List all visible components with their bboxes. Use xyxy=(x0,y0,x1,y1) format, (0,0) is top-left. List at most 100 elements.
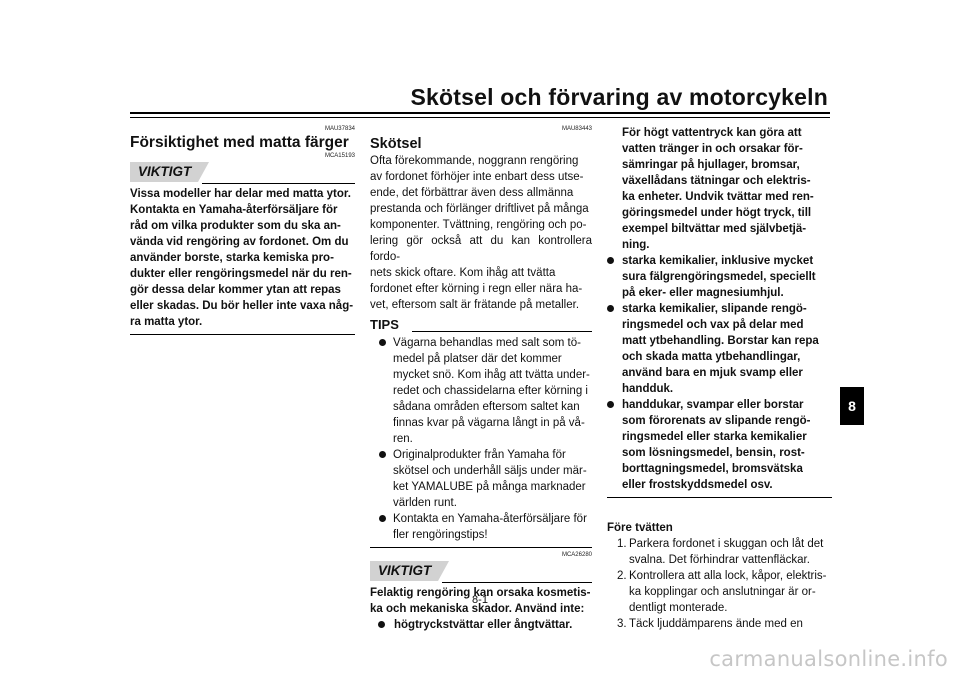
text-line: som lösningsmedel, bensin, rost- xyxy=(622,447,805,459)
text-line: ringsmedel eller starka kemikalier xyxy=(622,431,807,443)
column-3: För högt vattentryck kan göra att vatten… xyxy=(607,125,832,632)
text-line: vända vid rengöring av fordonet. Om du xyxy=(130,236,349,248)
list-item: Vägarna behandlas med salt som tö- medel… xyxy=(370,335,592,447)
text-line: vet, eftersom salt är frätande på metall… xyxy=(370,299,580,311)
text-line: För högt vattentryck kan göra att xyxy=(622,127,802,139)
text-line: handdukar, svampar eller borstar xyxy=(622,399,804,411)
text-line: växellådans tätningar och elektris- xyxy=(622,175,811,187)
column-1: MAU37834 Försiktighet med matta färger M… xyxy=(130,125,355,335)
warning-list: högtryckstvättar eller ångtvättar. xyxy=(370,617,592,633)
text-line: eller frostskyddsmedel osv. xyxy=(622,479,773,491)
text-line: ren. xyxy=(393,433,413,445)
chapter-tab: 8 xyxy=(840,387,864,425)
steps-list: 1. Parkera fordonet i skuggan och låt de… xyxy=(607,536,832,632)
text-line: Vissa modeller har delar med matta ytor. xyxy=(130,188,351,200)
text-line: av fordonet förhöjer inte enbart dess ut… xyxy=(370,171,584,183)
text-line: ra matta ytor. xyxy=(130,316,203,328)
page-number: 8-1 xyxy=(472,594,488,606)
list-item: Originalprodukter från Yamaha för skötse… xyxy=(370,447,592,511)
text-line: på eker- eller magnesiumhjul. xyxy=(622,287,784,299)
section-heading: Försiktighet med matta färger xyxy=(130,134,349,151)
text-line: ning. xyxy=(622,239,650,251)
text-line: gör dessa delar kommer ytan att repas xyxy=(130,284,341,296)
text-line: handduk. xyxy=(622,383,674,395)
text-line: Kontakta en Yamaha-återförsäljare för xyxy=(393,513,587,525)
step-item: 2. Kontrollera att alla lock, kåpor, ele… xyxy=(607,568,832,616)
text-line: matt ytbehandling. Borstar kan repa xyxy=(622,335,819,347)
text-line: använd bara en mjuk svamp eller xyxy=(622,367,803,379)
warning-list: starka kemikalier, inklusive mycket sura… xyxy=(607,253,832,493)
list-item: starka kemikalier, slipande rengö- rings… xyxy=(607,301,832,397)
text-line: sura fälgrengöringsmedel, speciellt xyxy=(622,271,816,283)
bullet-icon xyxy=(607,257,614,264)
text-line: Parkera fordonet i skuggan och låt det xyxy=(629,538,824,550)
text-line: högtryckstvättar eller ångtvättar. xyxy=(394,619,573,631)
text-line: svalna. Det förhindrar vattenfläckar. xyxy=(629,554,810,566)
bullet-icon xyxy=(379,451,386,458)
text-line: borttagningsmedel, bromsvätska xyxy=(622,463,803,475)
bullet-icon xyxy=(379,339,386,346)
text-line: eller skadas. Du bör heller inte vaxa nå… xyxy=(130,300,354,312)
notice-header: VIKTIGT xyxy=(370,559,592,585)
text-line: Originalprodukter från Yamaha för xyxy=(393,449,566,461)
section-heading: Skötsel xyxy=(370,136,422,152)
text-line: exempel biltvättar med självbetjä- xyxy=(622,223,807,235)
continued-bullet-text: För högt vattentryck kan göra att vatten… xyxy=(607,125,832,253)
viktigt-badge: VIKTIGT xyxy=(130,162,209,182)
step-number: 2. xyxy=(617,570,627,582)
text-line: råd om vilka produkter som du ska an- xyxy=(130,220,341,232)
text-line: vatten tränger in och orsakar för- xyxy=(622,143,803,155)
text-line: skötsel och underhåll säljs under mär- xyxy=(393,465,587,477)
text-line: ka kopplingar och anslutningar är or- xyxy=(629,586,816,598)
step-number: 1. xyxy=(617,538,627,550)
text-line: Kontakta en Yamaha-återförsäljare för xyxy=(130,204,338,216)
text-line: Felaktig rengöring kan orsaka kosmetis- xyxy=(370,587,591,599)
text-line: ka enheter. Undvik tvättar med ren- xyxy=(622,191,814,203)
text-line: ende, det förbättrar även dess allmänna xyxy=(370,187,574,199)
section-code: MAU83443 xyxy=(561,126,592,132)
notice-end-rule xyxy=(130,334,355,335)
subsection-title: Före tvätten xyxy=(607,522,673,534)
notice-code: MCA26280 xyxy=(561,552,592,558)
list-item: starka kemikalier, inklusive mycket sura… xyxy=(607,253,832,301)
body-paragraph: Ofta förekommande, noggrann rengöring av… xyxy=(370,153,592,313)
tips-rule xyxy=(412,331,592,332)
text-line: mycket snö. Kom ihåg att tvätta under- xyxy=(393,369,590,381)
text-line: världen runt. xyxy=(393,497,457,509)
text-line: fordonet efter körning i regn eller nära… xyxy=(370,283,583,295)
text-line: lering gör också att du kan kontrollera … xyxy=(370,235,592,263)
notice-end-rule xyxy=(607,497,832,498)
text-line: Ofta förekommande, noggrann rengöring xyxy=(370,155,579,167)
step-number: 3. xyxy=(617,618,627,630)
column-2: MAU83443 Skötsel Ofta förekommande, nogg… xyxy=(370,125,592,633)
text-line: Vägarna behandlas med salt som tö- xyxy=(393,337,581,349)
text-line: dukter eller rengöringsmedel när du ren- xyxy=(130,268,352,280)
page-header-title: Skötsel och förvaring av motorcykeln xyxy=(410,84,828,110)
text-line: Täck ljuddämparens ände med en xyxy=(629,618,803,630)
text-line: dentligt monterade. xyxy=(629,602,728,614)
step-item: 3. Täck ljuddämparens ände med en xyxy=(607,616,832,632)
bullet-icon xyxy=(607,305,614,312)
tips-label: TIPS xyxy=(370,317,399,332)
text-line: använder borste, starka kemiska pro- xyxy=(130,252,334,264)
bullet-icon xyxy=(607,401,614,408)
header-rule xyxy=(130,112,830,114)
text-line: komponenter. Tvättning, rengöring och po… xyxy=(370,219,587,231)
text-line: finnas kvar på vägarna långt in på vå- xyxy=(393,417,585,429)
text-line: fler rengöringstips! xyxy=(393,529,488,541)
notice-header: VIKTIGT xyxy=(130,160,355,186)
watermark: carmanualsonline.info xyxy=(709,647,948,671)
bullet-icon xyxy=(378,621,385,628)
text-line: ka och mekaniska skador. Använd inte: xyxy=(370,603,585,615)
text-line: medel på platser där det kommer xyxy=(393,353,562,365)
text-line: ket YAMALUBE på många marknader xyxy=(393,481,586,493)
text-line: nets skick oftare. Kom ihåg att tvätta xyxy=(370,267,556,279)
text-line: göringsmedel under högt tryck, till xyxy=(622,207,812,219)
notice-text: Vissa modeller har delar med matta ytor.… xyxy=(130,186,355,330)
text-line: och skada matta ytbehandlingar, xyxy=(622,351,801,363)
text-line: som förorenats av slipande rengö- xyxy=(622,415,811,427)
notice-code: MCA15193 xyxy=(324,153,355,159)
header-rule-thin xyxy=(130,117,830,118)
notice-rule xyxy=(442,582,592,583)
list-item: högtryckstvättar eller ångtvättar. xyxy=(370,617,592,633)
